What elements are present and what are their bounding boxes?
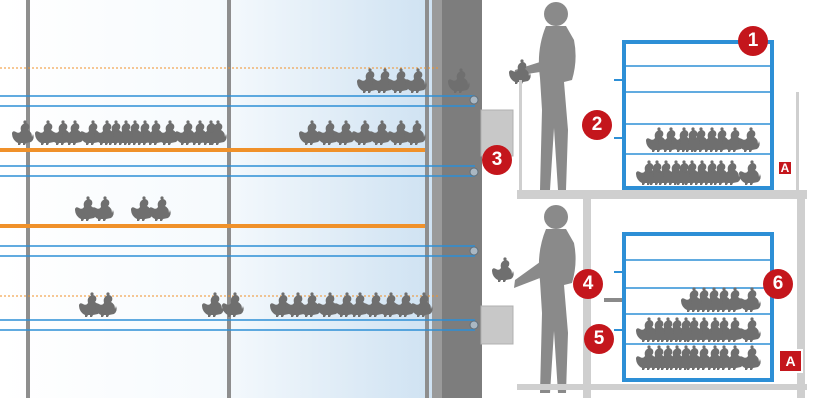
marker-3: 3 [482,145,512,175]
barn-interior [0,0,432,398]
hen-icon [739,287,761,312]
section-tag-a: A [777,160,793,176]
marker-6: 6 [763,269,793,299]
orange-perch [0,148,425,152]
scaffold-leg [797,199,805,398]
rail [519,80,522,190]
feeder-box [480,305,514,345]
hen-icon [492,257,514,282]
barn-post [26,0,30,398]
rail [796,92,799,190]
marker-1: 1 [738,26,768,56]
lower-platform [517,384,807,390]
upper-module [614,40,774,190]
person-silhouette-icon [538,2,576,190]
section-tag-a: A [778,349,803,373]
orange-perch [0,224,425,228]
person-silhouette-icon [538,205,576,393]
marker-2: 2 [582,110,612,140]
person-arm [514,262,540,288]
hen-icon [739,345,761,370]
marker-5: 5 [584,324,614,354]
barn-post [227,0,231,398]
nest-flap [604,298,626,302]
wall-edge [432,0,442,398]
barn-wall [442,0,482,398]
blue-wires [0,95,475,331]
hen-icon [739,160,761,185]
upper-platform [517,190,807,199]
marker-4: 4 [573,269,603,299]
lower-module [614,232,774,382]
module-hens [636,127,761,370]
wall-outlets [469,95,479,330]
hen-icon [739,317,761,342]
barn-post [425,0,429,398]
